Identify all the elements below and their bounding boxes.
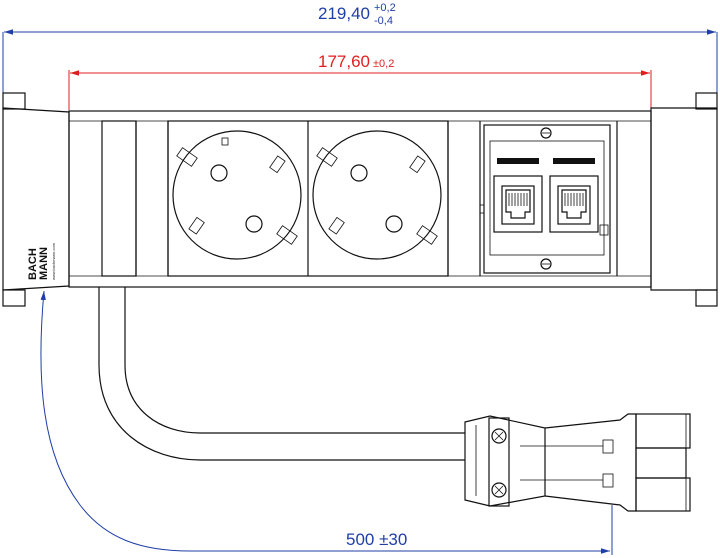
gst-connector [464,413,691,555]
right-clamp-bottom [695,289,718,307]
schuko-socket-1 [172,130,302,260]
schuko-socket-2 [312,130,442,260]
rj45-port-2 [549,175,599,233]
right-clamp-top [695,92,718,110]
overall-dimension: 219,40 +0,2 -0,4 [2,2,718,96]
overall-dimension-tol-upper: +0,2 [374,2,396,14]
overall-dimension-value: 219,40 [318,4,370,23]
blank-module-1 [101,120,137,277]
cable-dimension: 500 ±30 [40,290,610,554]
data-module [479,124,611,274]
left-clamp-top [2,92,26,110]
rj45-port-1 [493,175,543,233]
screw-icon [540,258,552,270]
inner-dimension: 177,60 ±0,2 [68,52,652,110]
cable [98,287,465,461]
overall-dimension-tol-lower: -0,4 [374,15,393,27]
svg-text:www.bachmann.com: www.bachmann.com [51,242,56,280]
screw-icon [540,127,552,139]
right-end-cap [650,107,718,291]
inner-dimension-tol: ±0,2 [373,58,394,70]
svg-text:MANN: MANN [38,247,50,280]
inner-dimension-value: 177,60 [318,52,370,71]
power-strip-body: BACH MANN www.bachmann.com [2,92,718,307]
svg-text:BACH: BACH [27,248,39,280]
cable-dimension-value: 500 ±30 [346,530,407,549]
brand-logo: BACH MANN www.bachmann.com [27,242,56,280]
main-profile [68,110,652,288]
left-clamp-bottom [2,289,26,307]
